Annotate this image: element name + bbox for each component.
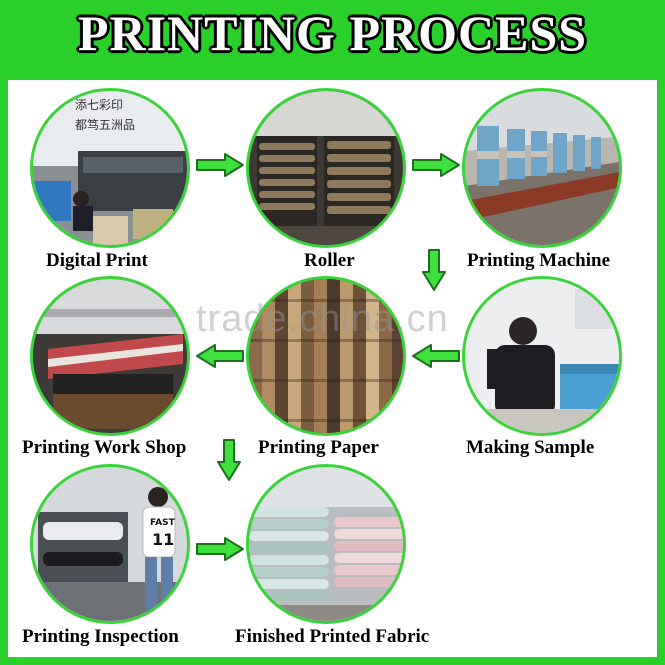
- finished-printed-fabric-photo: [246, 464, 406, 624]
- arrow-right-icon: [196, 153, 244, 177]
- watermark: trade.china.cn: [196, 298, 449, 340]
- shirt-text-number: 11: [152, 530, 174, 549]
- digital-print-photo: 添七彩印 都笃五洲品: [30, 88, 190, 248]
- roller-photo: [246, 88, 406, 248]
- arrow-down-icon: [217, 439, 241, 481]
- arrow-left-icon: [196, 344, 244, 368]
- step-label-finished-printed-fabric: Finished Printed Fabric: [235, 626, 430, 647]
- shirt-text-fast: FAST: [150, 518, 176, 528]
- step-label-making-sample: Making Sample: [466, 437, 595, 458]
- printing-work-shop-photo: [30, 276, 190, 436]
- step-label-printing-inspection: Printing Inspection: [22, 626, 179, 647]
- arrow-right-icon: [196, 537, 244, 561]
- printing-paper-photo: [246, 276, 406, 436]
- banner-text-line1: 添七彩印: [75, 98, 123, 112]
- banner-text-line2: 都笃五洲品: [75, 118, 135, 132]
- making-sample-photo: [462, 276, 622, 436]
- arrow-down-icon: [422, 249, 446, 291]
- step-label-printing-paper: Printing Paper: [258, 437, 379, 458]
- step-label-roller: Roller: [304, 250, 355, 271]
- step-label-printing-work-shop: Printing Work Shop: [22, 437, 187, 458]
- step-label-digital-print: Digital Print: [46, 250, 148, 271]
- printing-machine-photo: [462, 88, 622, 248]
- arrow-left-icon: [412, 344, 460, 368]
- step-label-printing-machine: Printing Machine: [467, 250, 611, 271]
- arrow-right-icon: [412, 153, 460, 177]
- page-title: PRINTING PROCESS: [77, 5, 588, 61]
- printing-inspection-photo: FAST 11: [30, 464, 190, 624]
- title-banner: PRINTING PROCESS: [0, 0, 665, 70]
